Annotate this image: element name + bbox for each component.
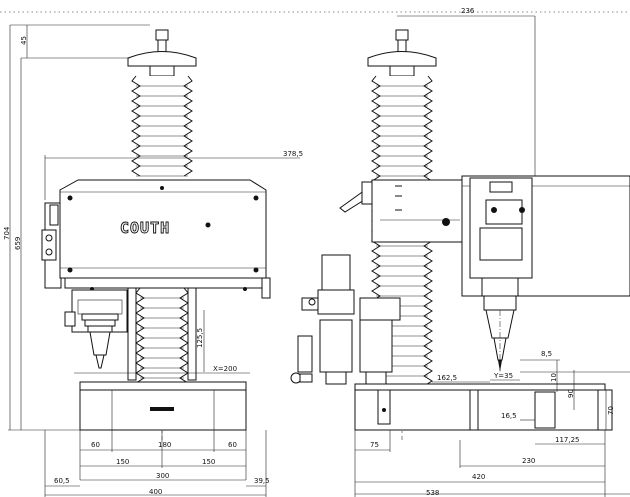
dim-base-half-2: 150 (202, 458, 215, 466)
dim-stroke-z: 125,5 (196, 328, 204, 348)
dim-y-travel: Y=35 (493, 372, 513, 380)
dim-base-total: 400 (149, 488, 162, 496)
front-view: COUTH (3, 24, 303, 497)
dim-base-inner: 300 (156, 472, 169, 480)
front-head-housing (41, 179, 267, 289)
front-handle-icon (127, 29, 197, 77)
dim-width-230: 230 (522, 457, 535, 465)
dim-v-10: 10 (550, 373, 558, 382)
side-marking-head (469, 177, 533, 372)
side-base (354, 383, 613, 431)
dim-v-90: 90 (567, 389, 575, 398)
couth-logo: COUTH (120, 219, 211, 237)
dim-base-seg-3: 60 (228, 441, 237, 449)
front-base (79, 381, 247, 431)
dim-margin-right: 39,5 (254, 477, 270, 485)
dim-side-top-offset: 236 (461, 7, 475, 15)
dim-tip-gap: 8,5 (541, 350, 552, 358)
dim-width-total: 538 (426, 489, 439, 497)
dim-head-offset: 162,5 (437, 374, 457, 382)
dim-travel-x: X=200 (213, 365, 237, 373)
dim-base-seg-1: 60 (91, 441, 100, 449)
dim-mount-width: 117,25 (555, 436, 580, 444)
dim-margin-left: 60,5 (54, 477, 70, 485)
dim-width-420: 420 (472, 473, 485, 481)
dim-base-half-1: 150 (116, 458, 129, 466)
dim-foot-left: 75 (370, 441, 379, 449)
front-bellows-column (131, 75, 193, 385)
dim-height-top: 45 (20, 36, 28, 45)
side-handle-icon (367, 29, 437, 77)
filter-regulator-assembly (290, 254, 401, 385)
side-view: 236 (290, 7, 630, 497)
dim-base-seg-2: 180 (158, 441, 171, 449)
front-marking-head (64, 289, 205, 374)
couth-logo-text: COUTH (120, 219, 170, 237)
dim-height-body: 659 (14, 237, 22, 250)
dim-v-70: 70 (607, 406, 615, 415)
dim-small-offset: 16,5 (501, 412, 517, 420)
dim-reach: 378,5 (283, 150, 303, 158)
dim-height-total: 704 (3, 226, 11, 240)
